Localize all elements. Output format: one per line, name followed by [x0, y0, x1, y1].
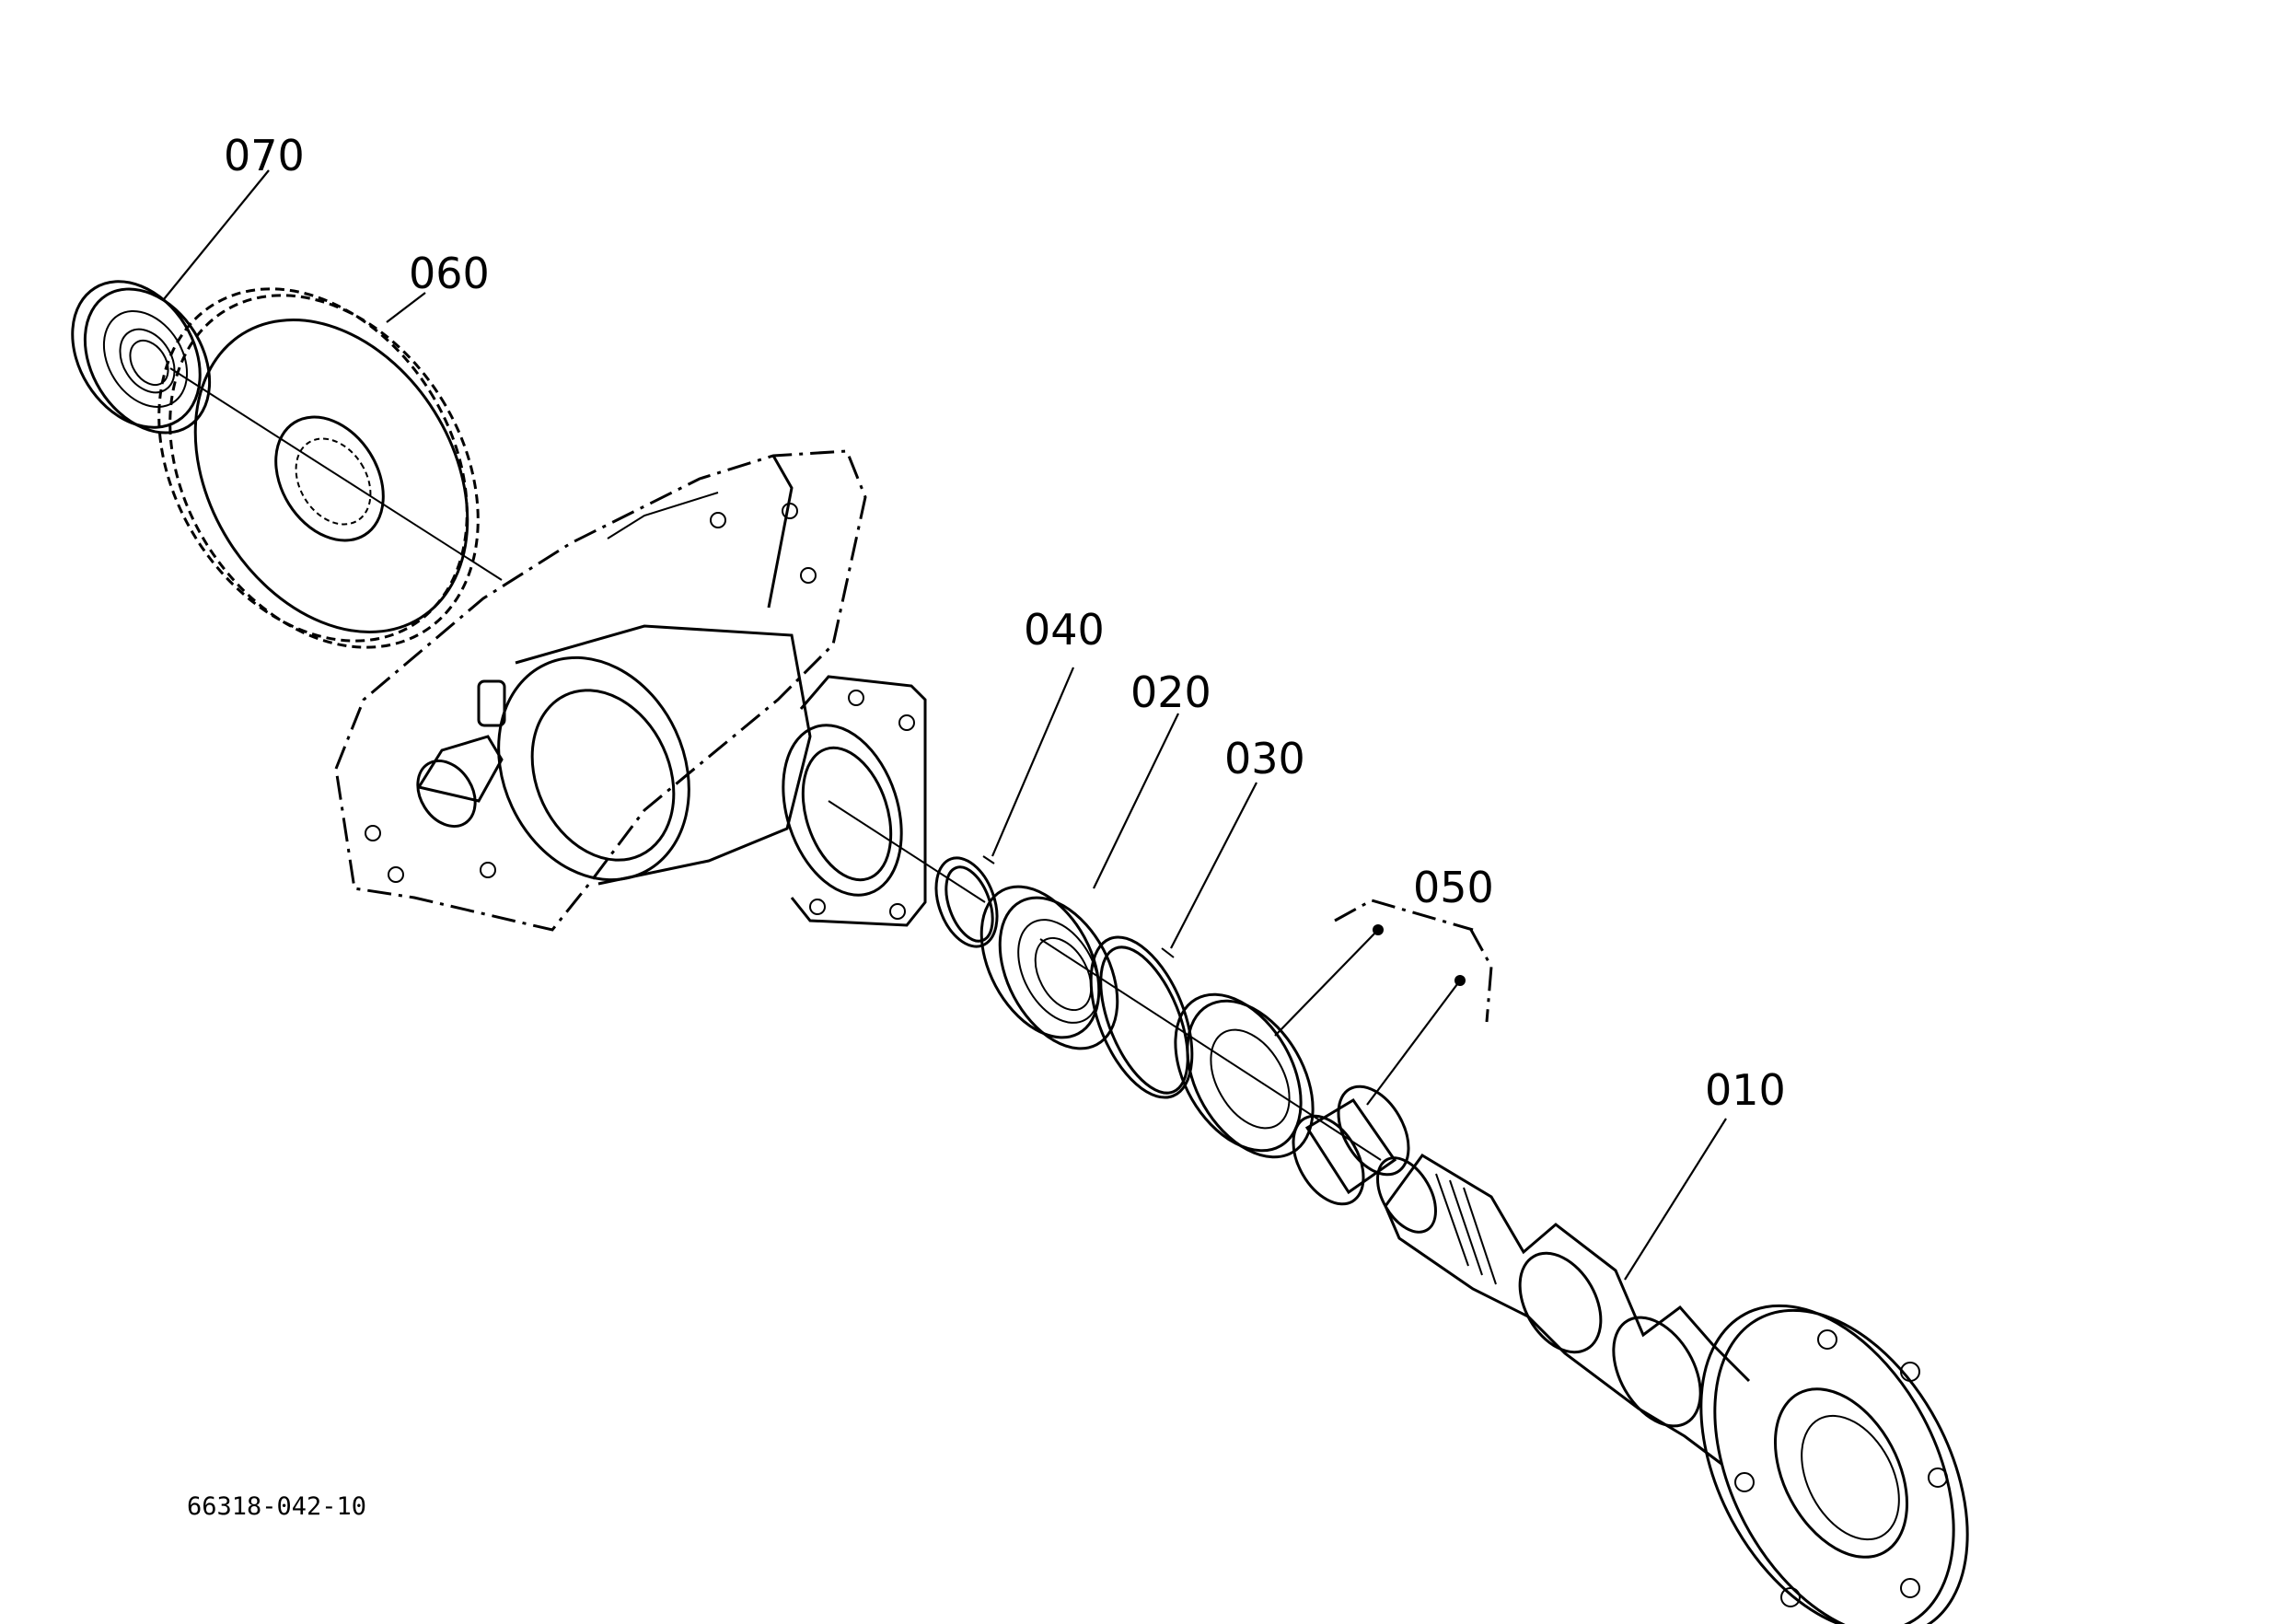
label-030: 030	[1224, 734, 1305, 783]
part-labels: 070 060 040 020 030 050 010	[224, 131, 1786, 1115]
bearing-070	[71, 280, 212, 435]
label-070: 070	[224, 131, 305, 180]
leader-lines	[163, 169, 1727, 1281]
label-060: 060	[409, 249, 490, 298]
snap-ring-040	[934, 855, 999, 948]
snap-ring-030	[1089, 935, 1194, 1099]
drawing-number: 66318-042-10	[187, 1492, 366, 1521]
gear-060	[157, 287, 480, 649]
transmission-housing	[334, 449, 927, 932]
oil-seal-050	[1174, 992, 1315, 1159]
label-050: 050	[1413, 863, 1494, 912]
set-bracket-050	[1334, 899, 1493, 1023]
bearing-020	[979, 885, 1119, 1050]
collar-050	[1292, 1085, 1410, 1206]
label-020: 020	[1130, 667, 1211, 717]
output-shaft-010	[1376, 1154, 1969, 1624]
label-040: 040	[1024, 605, 1105, 655]
label-010: 010	[1705, 1065, 1786, 1115]
assembly-axis	[169, 367, 1382, 1161]
